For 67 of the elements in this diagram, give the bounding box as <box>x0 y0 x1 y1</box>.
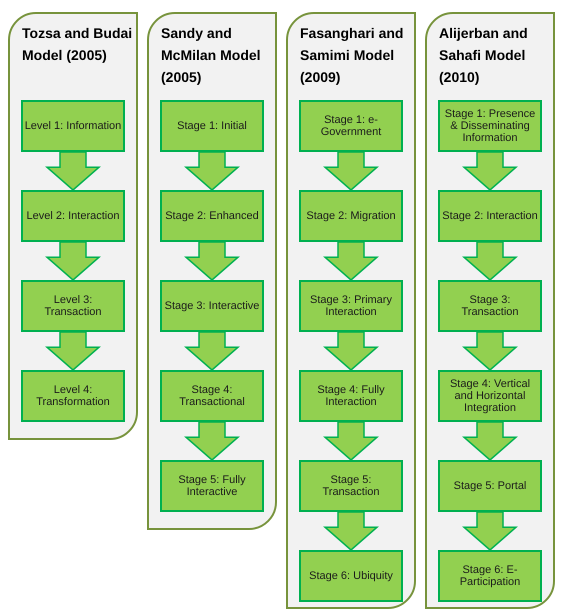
stage-label: Stage 2: Enhanced <box>164 210 260 222</box>
stage-label: Stage 6: Ubiquity <box>308 570 394 582</box>
stage-box <box>299 280 403 332</box>
stage-box <box>160 370 264 422</box>
down-arrow <box>45 241 101 281</box>
stage-box <box>438 280 542 332</box>
stage-box <box>299 460 403 512</box>
stage-box <box>299 550 403 602</box>
stage-label: Stage 2: Interaction <box>441 210 539 222</box>
down-arrow <box>462 241 518 281</box>
stage-label: Stage 1: Presence & Disseminating Information <box>444 108 536 144</box>
down-arrow <box>323 421 379 461</box>
stage-box <box>160 100 264 152</box>
stage-label: Stage 3: Transaction <box>460 294 520 318</box>
stage-box <box>438 100 542 152</box>
model-panel <box>8 12 138 440</box>
stage-label: Level 4: Transformation <box>35 384 111 408</box>
down-arrow <box>323 511 379 551</box>
down-arrow <box>462 421 518 461</box>
stage-label: Stage 1: Initial <box>176 120 248 132</box>
down-arrow <box>462 511 518 551</box>
down-arrow <box>323 151 379 191</box>
model-panel <box>286 12 416 609</box>
stage-box <box>160 460 264 512</box>
stage-label: Stage 4: Transactional <box>178 384 246 408</box>
stage-box <box>21 370 125 422</box>
stage-label: Level 1: Information <box>24 120 122 132</box>
stage-label: Level 3: Transaction <box>43 294 103 318</box>
model-panel <box>147 12 277 530</box>
stage-box <box>160 190 264 242</box>
stage-box <box>21 100 125 152</box>
down-arrow <box>462 151 518 191</box>
model-panel <box>425 12 555 609</box>
panel-title: Tozsa and Budai Model (2005) <box>22 24 134 65</box>
stage-box <box>299 190 403 242</box>
down-arrow <box>184 241 240 281</box>
down-arrow <box>323 241 379 281</box>
stage-label: Stage 5: Transaction <box>321 474 381 498</box>
panel-title: Sandy and McMilan Model (2005) <box>161 24 262 87</box>
stage-label: Stage 2: Migration <box>305 210 397 222</box>
stage-box <box>438 460 542 512</box>
down-arrow <box>323 331 379 371</box>
down-arrow <box>462 331 518 371</box>
stage-box <box>438 370 542 422</box>
stage-label: Stage 5: Fully Interactive <box>177 474 247 498</box>
panel-title: Alijerban and Sahafi Model (2010) <box>439 24 529 87</box>
down-arrow <box>184 151 240 191</box>
stage-label: Stage 5: Portal <box>452 480 528 492</box>
stage-box <box>438 190 542 242</box>
down-arrow <box>184 331 240 371</box>
stage-box <box>160 280 264 332</box>
stage-label: Stage 1: e-Government <box>320 114 382 138</box>
panel-title: Fasanghari and Samimi Model (2009) <box>300 24 404 87</box>
stage-label: Stage 3: Primary Interaction <box>309 294 393 318</box>
stage-label: Stage 4: Vertical and Horizontal Integration <box>448 378 532 414</box>
stage-label: Stage 4: Fully Interaction <box>316 384 386 408</box>
down-arrow <box>45 151 101 191</box>
stage-label: Stage 3: Interactive <box>164 300 260 312</box>
stage-box <box>21 280 125 332</box>
stage-label: Level 2: Interaction <box>26 210 120 222</box>
down-arrow <box>45 331 101 371</box>
stage-label: Stage 6: E-Participation <box>458 564 522 588</box>
stage-box <box>21 190 125 242</box>
stage-box <box>438 550 542 602</box>
stage-box <box>299 370 403 422</box>
down-arrow <box>184 421 240 461</box>
stage-box <box>299 100 403 152</box>
